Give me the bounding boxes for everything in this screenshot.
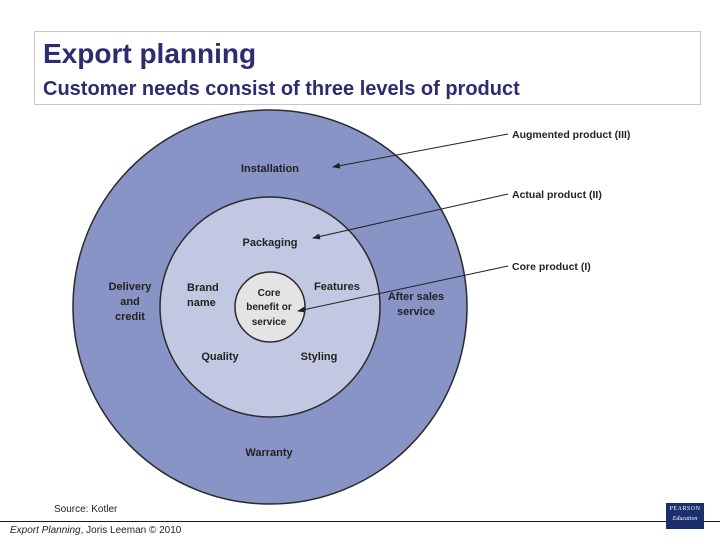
arrow-actual-product [312,193,509,240]
label-delivery-line3: credit [115,311,145,323]
footer-divider [0,521,720,522]
pearson-logo-line1: PEARSON [669,506,701,512]
label-brand-line2: name [187,297,216,309]
label-after-sales-line1: After sales [388,291,444,303]
pearson-logo-line2: Education [672,516,698,522]
arrow-core-product [297,265,509,313]
label-packaging: Packaging [242,237,297,249]
label-core-line3: service [252,317,287,328]
slide-title: Export planning [43,38,257,69]
label-core-line2: benefit or [246,302,292,313]
label-delivery-line2: and [120,296,140,308]
label-quality: Quality [201,351,239,363]
label-brand-line1: Brand [187,282,219,294]
label-after-sales-line2: service [397,306,435,318]
label-styling: Styling [301,351,338,363]
footer-author-year: , Joris Leeman © 2010 [80,525,182,536]
footer-citation: Export Planning, Joris Leeman © 2010 [10,525,181,536]
arrow-augmented-product [332,133,509,169]
callout-core-product: Core product (I) [512,261,591,273]
source-note: Source: Kotler [54,504,118,515]
label-core-line1: Core [258,288,281,299]
callout-actual-product: Actual product (II) [512,189,602,201]
pearson-logo: PEARSON Education [666,503,704,529]
label-installation: Installation [241,163,299,175]
title-box: Export planning Customer needs consist o… [34,31,701,105]
label-delivery-line1: Delivery [109,281,153,293]
slide-subtitle: Customer needs consist of three levels o… [43,78,520,100]
footer-book-title: Export Planning [10,525,81,536]
label-features: Features [314,281,360,293]
label-warranty: Warranty [245,447,293,459]
callout-augmented-product: Augmented product (III) [512,129,630,141]
